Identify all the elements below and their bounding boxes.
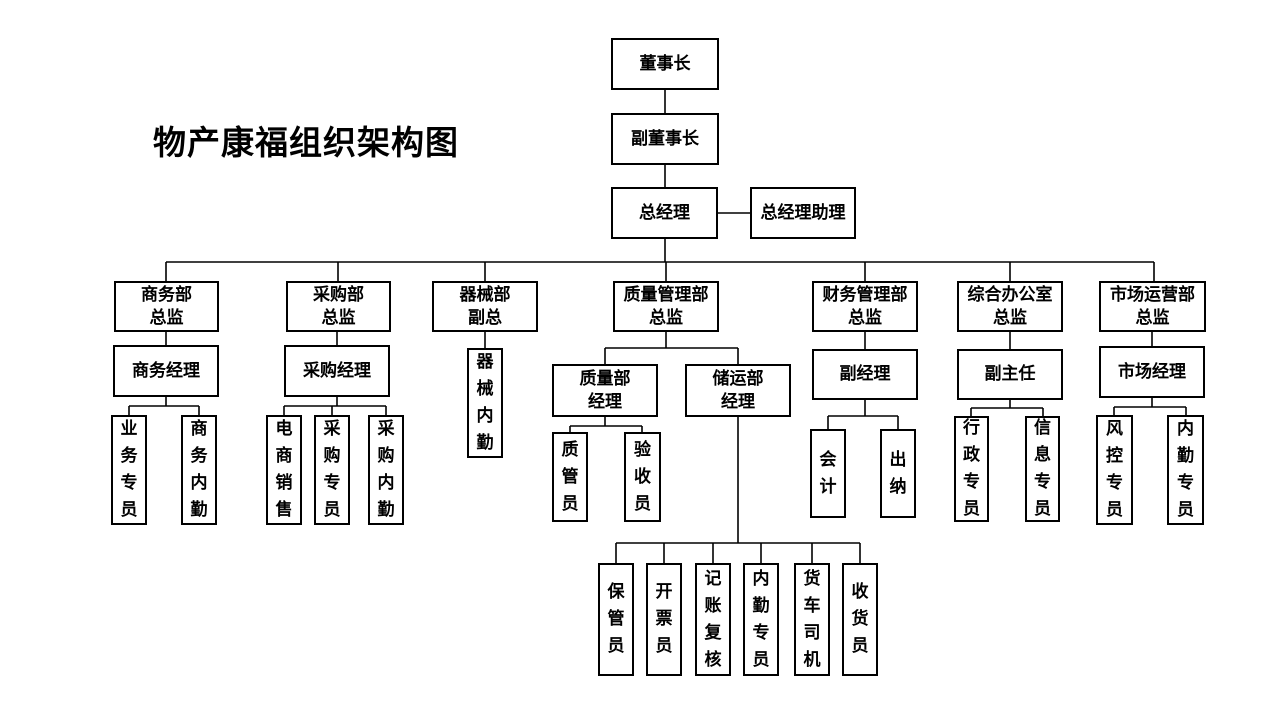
node-dept-office-label: 综合办公室 总监 bbox=[967, 284, 1053, 328]
node-dept-quality: 质量管理部 总监 bbox=[613, 281, 719, 332]
node-marketing-clerk: 内勤专员 bbox=[1167, 415, 1204, 525]
node-inspector-label: 验收员 bbox=[634, 439, 651, 514]
node-vice-chairman-label: 副董事长 bbox=[631, 128, 699, 149]
chart-title: 物产康福组织架构图 bbox=[153, 123, 459, 162]
node-dept-business: 商务部 总监 bbox=[114, 281, 219, 332]
node-storage-clerk-label: 内勤专员 bbox=[752, 568, 770, 670]
node-risk-specialist: 风控专员 bbox=[1096, 415, 1133, 525]
node-deputy-mgr-finance: 副经理 bbox=[812, 349, 918, 400]
node-dept-procurement-label: 采购部 总监 bbox=[313, 284, 364, 328]
node-bookkeeping-review: 记账复核 bbox=[695, 563, 731, 676]
node-qc-officer-label: 质管员 bbox=[561, 439, 579, 514]
node-truck-driver-label: 货车司机 bbox=[803, 568, 821, 670]
node-inspector: 验收员 bbox=[624, 432, 661, 522]
node-mgr-procurement: 采购经理 bbox=[284, 345, 390, 397]
node-marketing-clerk-label: 内勤专员 bbox=[1177, 419, 1194, 520]
node-invoicer-label: 开票员 bbox=[655, 582, 673, 656]
node-mgr-marketing-label: 市场经理 bbox=[1118, 361, 1186, 382]
node-receiver-label: 收货员 bbox=[851, 582, 869, 656]
node-dept-finance: 财务管理部 总监 bbox=[812, 281, 918, 332]
node-biz-specialist: 业务专员 bbox=[111, 415, 147, 525]
node-storage-clerk: 内勤专员 bbox=[743, 563, 779, 676]
node-storekeeper: 保管员 bbox=[598, 563, 634, 676]
node-biz-clerk: 商务内勤 bbox=[181, 415, 217, 525]
node-chairman-label: 董事长 bbox=[639, 53, 691, 74]
node-deputy-director-office: 副主任 bbox=[957, 349, 1063, 400]
node-dept-marketing-label: 市场运营部 总监 bbox=[1110, 284, 1195, 328]
node-mgr-quality: 质量部 经理 bbox=[552, 364, 658, 417]
node-vice-chairman: 副董事长 bbox=[611, 113, 719, 165]
node-dept-quality-label: 质量管理部 总监 bbox=[623, 284, 709, 328]
node-mgr-procurement-label: 采购经理 bbox=[303, 360, 371, 381]
node-dept-finance-label: 财务管理部 总监 bbox=[822, 284, 908, 328]
node-info-specialist: 信息专员 bbox=[1025, 416, 1060, 522]
node-mgr-business: 商务经理 bbox=[113, 345, 219, 397]
node-storekeeper-label: 保管员 bbox=[607, 582, 625, 656]
node-truck-driver: 货车司机 bbox=[794, 563, 830, 676]
node-ecom-sales-label: 电商销售 bbox=[275, 419, 293, 520]
node-accountant-label: 会计 bbox=[819, 449, 837, 497]
node-purchase-specialist: 采购专员 bbox=[314, 415, 350, 525]
node-gm-assistant: 总经理助理 bbox=[750, 187, 856, 239]
node-dept-marketing: 市场运营部 总监 bbox=[1099, 281, 1206, 332]
node-purchase-specialist-label: 采购专员 bbox=[323, 419, 341, 520]
node-accountant: 会计 bbox=[810, 429, 846, 518]
node-dept-equipment: 器械部 副总 bbox=[432, 281, 538, 332]
node-receiver: 收货员 bbox=[842, 563, 878, 676]
node-bookkeeping-review-label: 记账复核 bbox=[704, 568, 722, 670]
node-deputy-mgr-finance-label: 副经理 bbox=[839, 364, 891, 384]
node-general-manager-label: 总经理 bbox=[639, 202, 690, 223]
node-admin-specialist-label: 行政专员 bbox=[963, 418, 980, 519]
node-mgr-marketing: 市场经理 bbox=[1099, 346, 1205, 398]
node-biz-specialist-label: 业务专员 bbox=[120, 419, 138, 520]
node-chairman: 董事长 bbox=[611, 38, 719, 90]
node-general-manager: 总经理 bbox=[611, 187, 718, 239]
node-mgr-business-label: 商务经理 bbox=[132, 360, 200, 381]
node-risk-specialist-label: 风控专员 bbox=[1106, 419, 1123, 520]
node-cashier-label: 出纳 bbox=[889, 449, 907, 497]
node-info-specialist-label: 信息专员 bbox=[1034, 418, 1051, 519]
node-gm-assistant-label: 总经理助理 bbox=[760, 202, 846, 223]
node-mgr-storage: 储运部 经理 bbox=[685, 364, 791, 417]
node-ecom-sales: 电商销售 bbox=[266, 415, 302, 525]
node-biz-clerk-label: 商务内勤 bbox=[190, 419, 208, 520]
node-admin-specialist: 行政专员 bbox=[954, 416, 989, 522]
node-cashier: 出纳 bbox=[880, 429, 916, 518]
node-dept-office: 综合办公室 总监 bbox=[957, 281, 1063, 332]
node-equipment-clerk: 器械内勤 bbox=[467, 348, 503, 458]
node-mgr-storage-label: 储运部 经理 bbox=[712, 368, 764, 412]
node-dept-equipment-label: 器械部 副总 bbox=[459, 284, 511, 328]
node-purchase-clerk: 采购内勤 bbox=[368, 415, 404, 525]
node-dept-procurement: 采购部 总监 bbox=[286, 281, 391, 332]
node-deputy-director-office-label: 副主任 bbox=[984, 364, 1036, 384]
node-qc-officer: 质管员 bbox=[552, 432, 588, 522]
node-invoicer: 开票员 bbox=[646, 563, 682, 676]
node-mgr-quality-label: 质量部 经理 bbox=[579, 368, 631, 412]
node-equipment-clerk-label: 器械内勤 bbox=[476, 352, 494, 453]
node-purchase-clerk-label: 采购内勤 bbox=[377, 419, 395, 520]
node-dept-business-label: 商务部 总监 bbox=[141, 284, 192, 328]
